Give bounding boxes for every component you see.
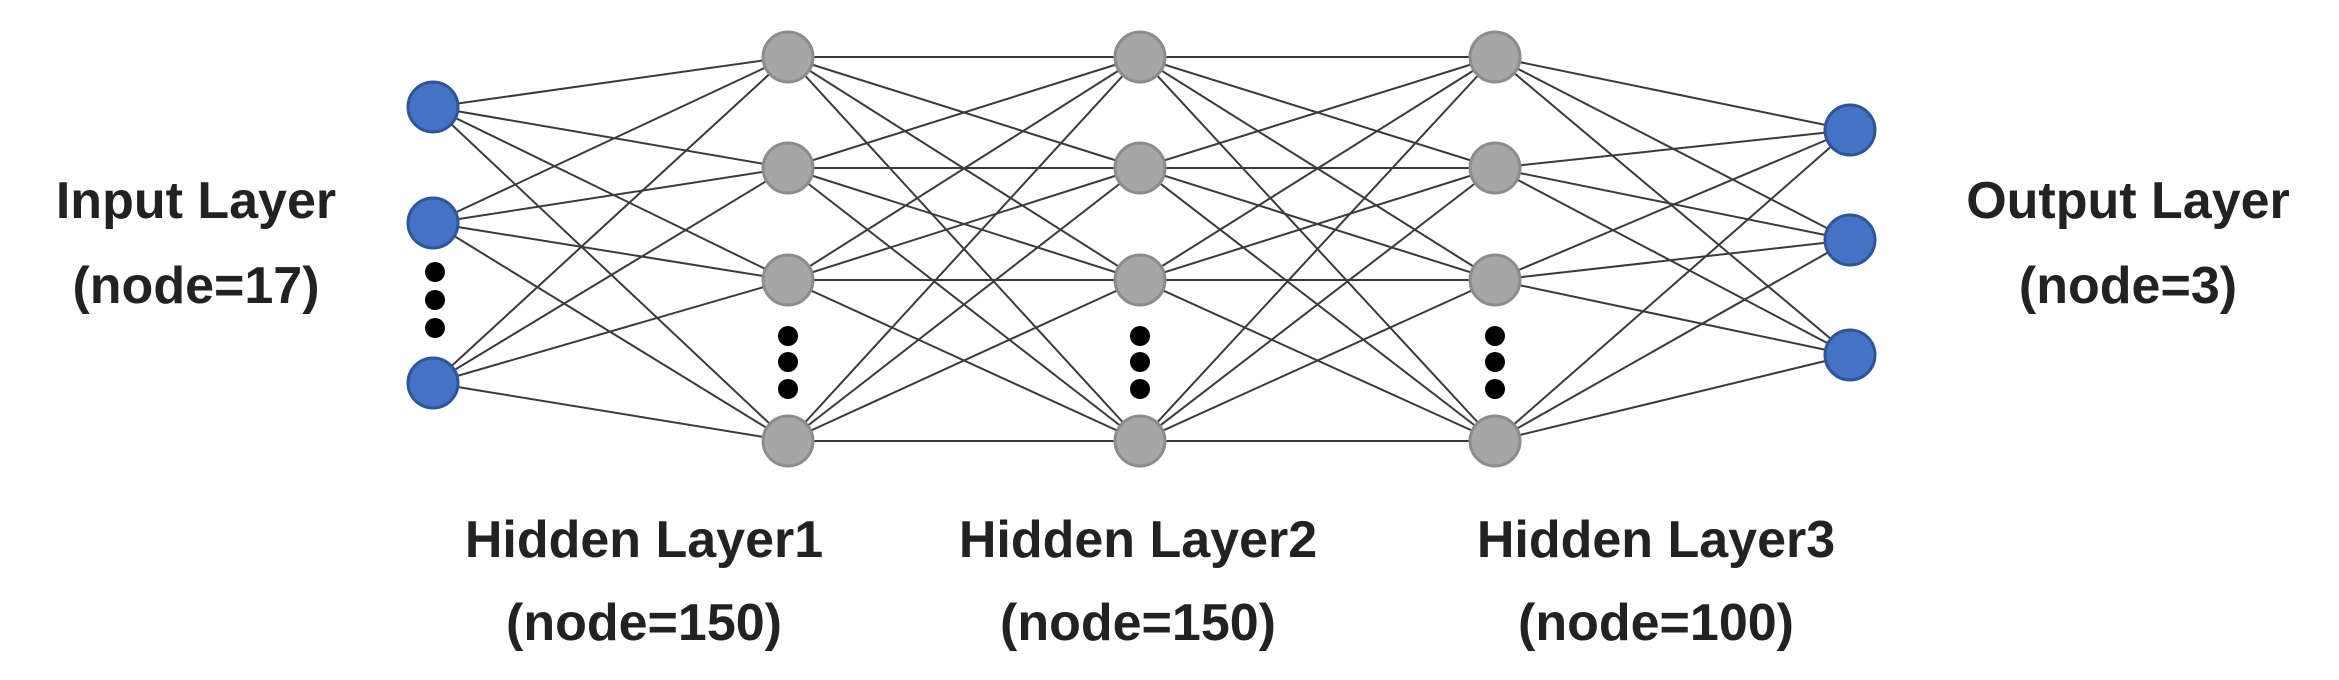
edge-hidden1-3-to-hidden2-0 (787, 56, 1141, 442)
output-node-1 (1823, 213, 1877, 267)
hidden2-node-3 (1113, 414, 1167, 468)
edge-input-0-to-hidden1-3 (432, 106, 789, 442)
hidden3-node-3 (1468, 414, 1522, 468)
hidden-layer3-node-count: (node=100) (1518, 594, 1794, 652)
hidden3-node-2 (1468, 253, 1522, 307)
hidden-layer2-name: Hidden Layer2 (959, 511, 1317, 569)
hidden3-ellipsis-dot-0 (1485, 326, 1505, 346)
edge-hidden2-1-to-hidden3-0 (1139, 56, 1496, 169)
edge-hidden1-1-to-hidden2-0 (787, 56, 1141, 169)
edge-hidden2-2-to-hidden3-1 (1139, 167, 1496, 281)
edge-input-0-to-hidden1-1 (432, 106, 789, 169)
hidden2-ellipsis-dot-0 (1130, 326, 1150, 346)
output-layer-label: Output Layer (node=3) (1966, 172, 2290, 315)
edge-hidden3-0-to-output-0 (1494, 56, 1851, 131)
input-node-2 (406, 356, 460, 410)
input-ellipsis-dot-1 (425, 290, 445, 310)
edge-hidden2-2-to-hidden3-0 (1139, 56, 1496, 281)
edge-input-0-to-hidden1-2 (432, 106, 789, 281)
output-node-0 (1823, 103, 1877, 157)
connection-lines (432, 56, 1851, 442)
input-layer-name: Input Layer (56, 172, 336, 230)
hidden2-node-1 (1113, 141, 1167, 195)
edge-input-0-to-hidden1-0 (432, 56, 789, 108)
output-layer-name: Output Layer (1966, 172, 2290, 230)
input-layer-node-count: (node=17) (72, 257, 319, 315)
output-layer-node-count: (node=3) (2019, 257, 2237, 315)
hidden-layer1-name: Hidden Layer1 (465, 511, 823, 569)
edge-input-1-to-hidden1-1 (432, 167, 789, 224)
input-layer-label: Input Layer (node=17) (56, 172, 336, 315)
hidden2-ellipsis-dot-2 (1130, 379, 1150, 399)
hidden-layer1-node-count: (node=150) (506, 594, 782, 652)
hidden-layer2-node-count: (node=150) (1000, 594, 1276, 652)
edge-input-2-to-hidden1-2 (432, 279, 789, 384)
network-nodes (406, 30, 1877, 468)
hidden3-ellipsis-dot-2 (1485, 379, 1505, 399)
hidden2-ellipsis-dot-1 (1130, 352, 1150, 372)
hidden1-node-0 (761, 30, 815, 84)
hidden1-node-2 (761, 253, 815, 307)
edge-hidden3-3-to-output-2 (1494, 354, 1851, 442)
edge-hidden1-2-to-hidden2-1 (787, 167, 1141, 281)
hidden1-ellipsis-dot-1 (778, 352, 798, 372)
edge-hidden2-3-to-hidden3-2 (1139, 279, 1496, 442)
hidden2-node-2 (1113, 253, 1167, 307)
edge-hidden2-3-to-hidden3-1 (1139, 167, 1496, 442)
edge-hidden1-2-to-hidden2-0 (787, 56, 1141, 281)
hidden3-ellipsis-dot-1 (1485, 352, 1505, 372)
hidden-layer3-name: Hidden Layer3 (1477, 511, 1835, 569)
hidden3-node-1 (1468, 141, 1522, 195)
hidden-layer1-label: Hidden Layer1 (node=150) (465, 511, 823, 652)
edge-hidden3-2-to-output-2 (1494, 279, 1851, 356)
edge-input-2-to-hidden1-0 (432, 56, 789, 384)
hidden1-ellipsis-dot-0 (778, 326, 798, 346)
input-ellipsis-dot-0 (425, 262, 445, 282)
edge-input-1-to-hidden1-0 (432, 56, 789, 224)
edge-hidden3-1-to-output-0 (1494, 129, 1851, 169)
edge-hidden2-3-to-hidden3-0 (1139, 56, 1496, 442)
hidden1-node-3 (761, 414, 815, 468)
edge-hidden3-2-to-output-1 (1494, 239, 1851, 281)
edge-input-2-to-hidden1-3 (432, 382, 789, 442)
edge-input-2-to-hidden1-1 (432, 167, 789, 384)
edge-hidden1-3-to-hidden2-2 (787, 279, 1141, 442)
hidden1-node-1 (761, 141, 815, 195)
edge-hidden3-3-to-output-0 (1494, 129, 1851, 442)
edge-input-1-to-hidden1-2 (432, 222, 789, 281)
hidden1-ellipsis-dot-2 (778, 379, 798, 399)
edge-hidden1-3-to-hidden2-1 (787, 167, 1141, 442)
hidden3-node-0 (1468, 30, 1522, 84)
edge-hidden3-3-to-output-1 (1494, 239, 1851, 442)
hidden-layer2-label: Hidden Layer2 (node=150) (959, 511, 1317, 652)
edge-hidden3-1-to-output-2 (1494, 167, 1851, 356)
ellipsis-dots (425, 262, 1505, 399)
input-ellipsis-dot-2 (425, 318, 445, 338)
output-node-2 (1823, 328, 1877, 382)
edge-hidden3-2-to-output-0 (1494, 129, 1851, 281)
hidden2-node-0 (1113, 30, 1167, 84)
hidden-layer3-label: Hidden Layer3 (node=100) (1477, 511, 1835, 652)
input-node-1 (406, 196, 460, 250)
input-node-0 (406, 80, 460, 134)
